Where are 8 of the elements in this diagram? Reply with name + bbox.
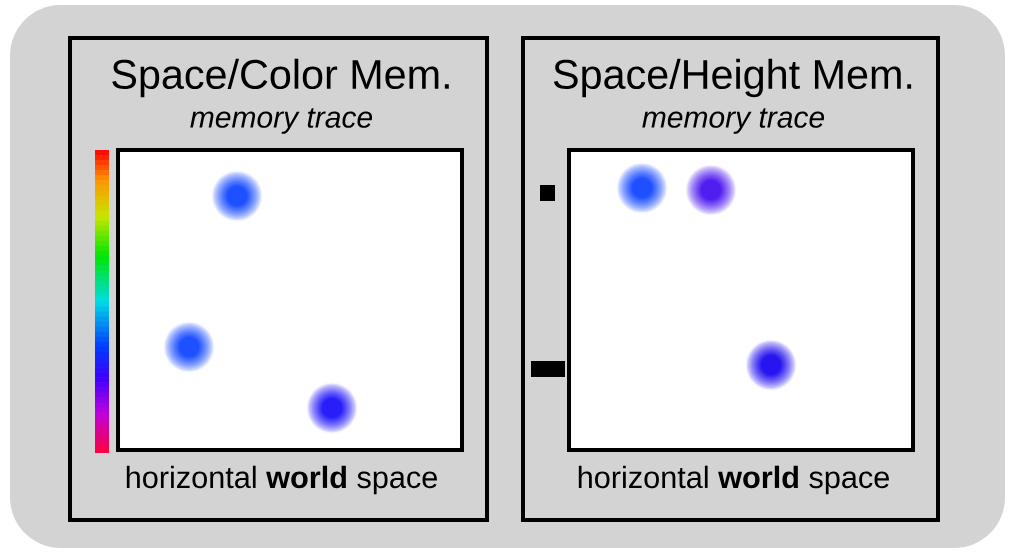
axis-label: horizontal world space (126, 465, 437, 495)
panel-frame (521, 36, 940, 522)
panel-subtitle: memory trace (190, 108, 373, 134)
panel-subtitle: memory trace (642, 108, 825, 134)
panel-frame (68, 36, 489, 522)
axis-label: horizontal world space (578, 465, 889, 495)
panel-title: Space/Color Mem. (112, 58, 449, 98)
panel-title: Space/Height Mem. (553, 58, 912, 98)
